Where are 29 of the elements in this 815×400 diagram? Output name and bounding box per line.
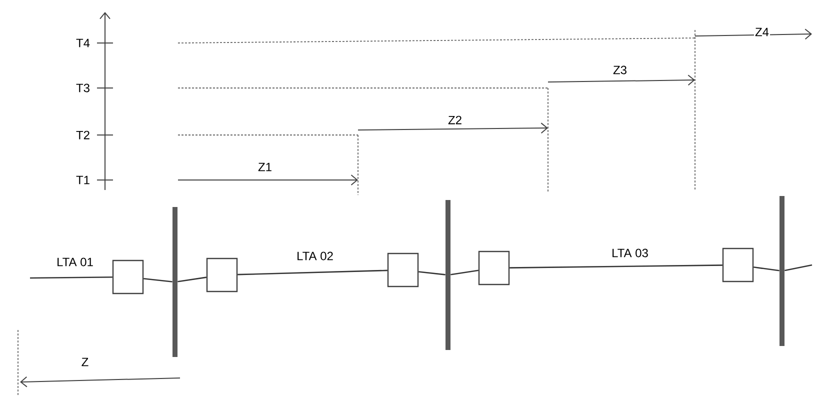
- line: [178, 276, 206, 282]
- busbar: [172, 207, 178, 357]
- line: [144, 278, 172, 282]
- zone-label: Z1: [257, 162, 273, 172]
- line: [238, 270, 388, 276]
- edge-label: LTA 01: [56, 256, 94, 268]
- line: [754, 266, 780, 272]
- edge-label: LTA 03: [610, 248, 650, 258]
- edge-label: LTA 02: [296, 250, 334, 262]
- busbar: [780, 196, 784, 346]
- axis-label: T2: [75, 130, 91, 140]
- line: [510, 264, 722, 268]
- line: [784, 264, 812, 272]
- busbar: [446, 200, 450, 350]
- relay-box: [722, 248, 754, 282]
- relay-box: [206, 258, 238, 292]
- zone-label: Z2: [447, 114, 463, 126]
- zone-label: Z: [80, 356, 90, 368]
- line: [418, 271, 446, 276]
- relay-box: [387, 252, 419, 288]
- relay-box: [112, 260, 144, 294]
- zone-label: Z3: [612, 64, 628, 76]
- axis-label: T4: [75, 38, 91, 48]
- axis-label: T3: [75, 82, 91, 94]
- zone-label: Z4: [754, 26, 770, 38]
- axis-label: T1: [75, 174, 91, 186]
- line: [450, 270, 478, 276]
- line: [30, 276, 112, 279]
- relay-box: [478, 250, 510, 286]
